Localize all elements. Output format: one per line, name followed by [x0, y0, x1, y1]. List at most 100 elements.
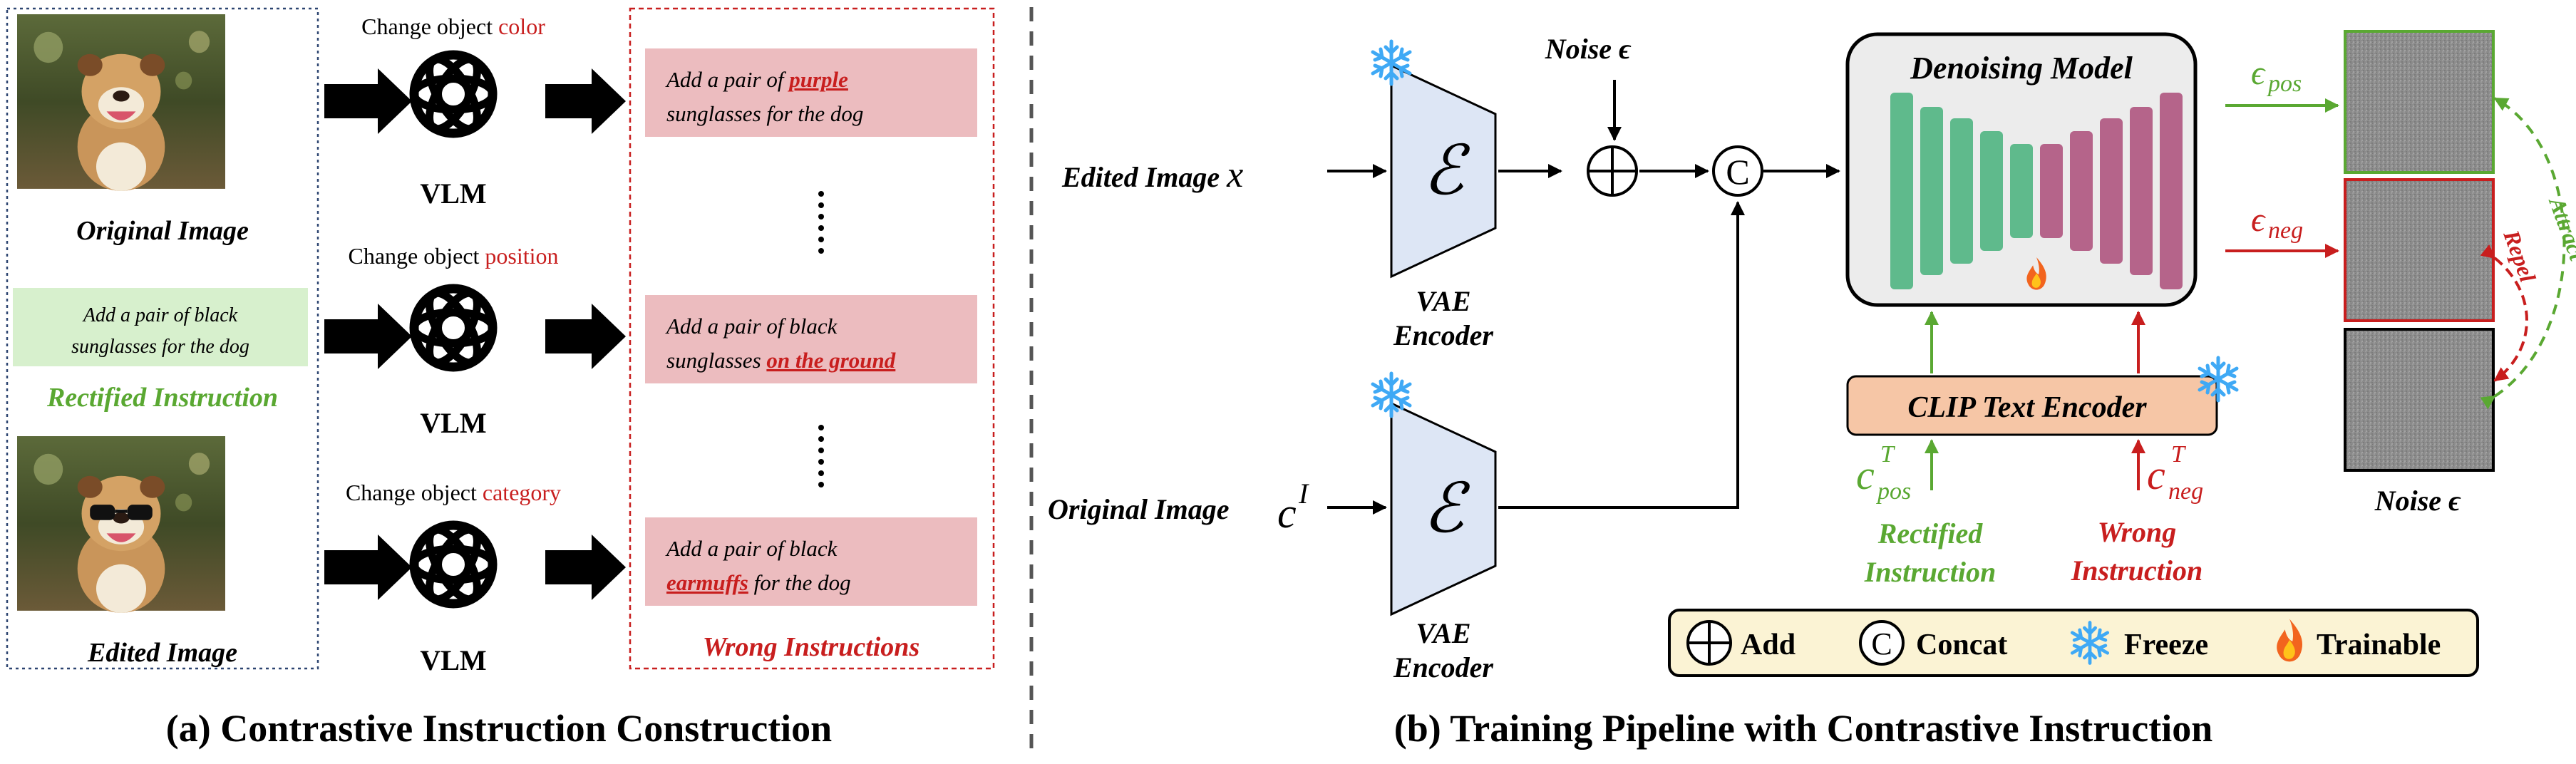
rectified-instruction-line1: Add a pair of black: [82, 304, 238, 326]
eps-neg-label: ϵ neg: [2251, 201, 2303, 244]
noise-map-neg: [2344, 178, 2495, 322]
arrow-in-position: [324, 304, 412, 369]
arrow-out-position: [545, 304, 626, 369]
repel-label: Repel: [2498, 226, 2541, 285]
svg-text:Freeze: Freeze: [2124, 629, 2208, 661]
svg-text:C: C: [1726, 152, 1749, 192]
vae-encoder-bottom-label-line1: VAE: [1416, 617, 1470, 649]
change-instruction-color: Change object color: [361, 14, 545, 39]
add-operator-icon: [1686, 620, 1732, 666]
vlm-row-color: VLM Change object color: [324, 14, 626, 210]
vae-encoder-top: [1390, 63, 1497, 279]
unet-layers: [1890, 93, 2183, 289]
svg-text:Trainable: Trainable: [2317, 629, 2441, 661]
vlm-logo-icon: [414, 522, 493, 606]
ellipsis-dots: [818, 425, 824, 487]
arrow-in-category: [324, 535, 412, 600]
rectified-instruction-line2: sunglasses for the dog: [71, 336, 249, 358]
wrong-instruction-3-line1: Add a pair of black: [665, 536, 838, 561]
noise-input-label: Noise ϵ: [1545, 33, 1632, 65]
wrong-instruction-1-line1: Add a pair of purple: [665, 67, 848, 92]
panel-b-caption: (b) Training Pipeline with Contrastive I…: [1394, 707, 2213, 750]
attract-label: Attract: [2544, 192, 2576, 264]
svg-text:ϵ: ϵ: [2251, 54, 2266, 92]
original-image-superscript: I: [1298, 478, 1309, 510]
vae-encoder-bottom-symbol: ℰ: [1423, 470, 1470, 547]
wrong-instruction-box-2: [645, 295, 977, 383]
svg-text:c: c: [2147, 452, 2165, 498]
vlm-row-position: VLM Change object position: [324, 243, 626, 439]
svg-text:Add: Add: [1741, 629, 1796, 661]
c-pos-label: c T pos: [1856, 441, 1911, 505]
original-to-concat-arrow: [1498, 201, 1745, 509]
rectified-instruction-input-line2: Instruction: [1864, 556, 1997, 588]
original-image-symbol: c: [1277, 490, 1297, 537]
rectified-instruction-label: Rectified Instruction: [46, 383, 278, 413]
legend-concat: C Concat: [1859, 620, 2007, 666]
svg-text:C: C: [1871, 626, 1892, 661]
vae-encoder-bottom: [1390, 401, 1497, 616]
vlm-logo-icon: [414, 286, 493, 369]
vae-encoder-top-label-line1: VAE: [1416, 285, 1470, 317]
svg-text:T: T: [1880, 441, 1895, 468]
repel-arrow: [2480, 244, 2528, 382]
wrong-instructions-label: Wrong Instructions: [703, 632, 919, 662]
attract-arrow: [2480, 97, 2566, 410]
concat-operator-icon: C: [1859, 620, 1905, 666]
edited-image-label: Edited Image: [87, 638, 237, 668]
wrong-instructions-frame: [629, 7, 995, 670]
arrow-out-category: [545, 535, 626, 600]
vlm-logo-icon: [414, 52, 493, 135]
panel-a-caption: (a) Contrastive Instruction Construction: [166, 707, 832, 750]
noise-target-label: Noise ϵ: [2374, 485, 2461, 517]
edited-image-picture: [17, 436, 225, 613]
ellipsis-dots: [818, 191, 824, 254]
arrow-in-color: [324, 68, 412, 134]
svg-text:ϵ: ϵ: [2251, 201, 2266, 239]
vae-encoder-top-label-line2: Encoder: [1393, 319, 1493, 351]
svg-text:neg: neg: [2168, 478, 2203, 505]
change-instruction-position: Change object position: [348, 243, 558, 269]
noise-map-target: [2344, 328, 2495, 472]
denoising-model-title: Denoising Model: [1910, 51, 2133, 86]
wrong-instruction-2-line1: Add a pair of black: [665, 314, 838, 339]
panel-b: Edited Image x ℰ VAE Encoder Noise ϵ C O…: [1048, 30, 2576, 750]
wrong-instruction-3-line2: earmuffs for the dog: [666, 570, 851, 595]
clip-text-encoder-box: [1846, 375, 2218, 436]
wrong-instruction-input-line1: Wrong: [2098, 516, 2176, 548]
eps-pos-label: ϵ pos: [2251, 54, 2302, 97]
concat-operator-icon: C: [1712, 145, 1763, 197]
wrong-instruction-box-3: [645, 517, 977, 606]
svg-text:pos: pos: [1876, 478, 1911, 505]
c-neg-label: c T neg: [2147, 441, 2203, 505]
panel-a: Original Image Add a pair of black sungl…: [6, 7, 995, 750]
legend-trainable: Trainable: [2277, 619, 2441, 662]
rectified-instruction-box: [13, 288, 308, 366]
wrong-instruction-2-line2: sunglasses on the ground: [666, 348, 896, 373]
vlm-label: VLM: [420, 407, 486, 439]
edited-image-input-label: Edited Image x: [1061, 155, 1243, 195]
change-instruction-category: Change object category: [346, 480, 561, 505]
original-image-label: Original Image: [76, 216, 249, 246]
arrow-out-color: [545, 68, 626, 134]
vae-encoder-top-symbol: ℰ: [1423, 133, 1470, 209]
svg-text:neg: neg: [2268, 217, 2303, 244]
wrong-instruction-box-1: [645, 48, 977, 137]
vlm-row-category: VLM Change object category: [324, 480, 626, 676]
noise-map-pos: [2344, 30, 2495, 174]
svg-text:c: c: [1856, 452, 1875, 498]
wrong-instruction-input-line2: Instruction: [2071, 554, 2203, 587]
image-column-frame: [6, 7, 319, 670]
vlm-label: VLM: [420, 177, 486, 210]
clip-text-encoder-label: CLIP Text Encoder: [1907, 391, 2147, 424]
original-image-input-label: Original Image: [1048, 493, 1229, 525]
wrong-instruction-1-line2: sunglasses for the dog: [666, 101, 863, 126]
svg-text:pos: pos: [2267, 71, 2302, 97]
add-operator-icon: [1587, 145, 1638, 197]
svg-text:Concat: Concat: [1916, 629, 2007, 661]
legend-freeze: Freeze: [2072, 623, 2208, 664]
rectified-instruction-input-line1: Rectified: [1877, 517, 1984, 549]
original-image-picture: [17, 14, 225, 191]
vlm-label: VLM: [420, 644, 486, 676]
